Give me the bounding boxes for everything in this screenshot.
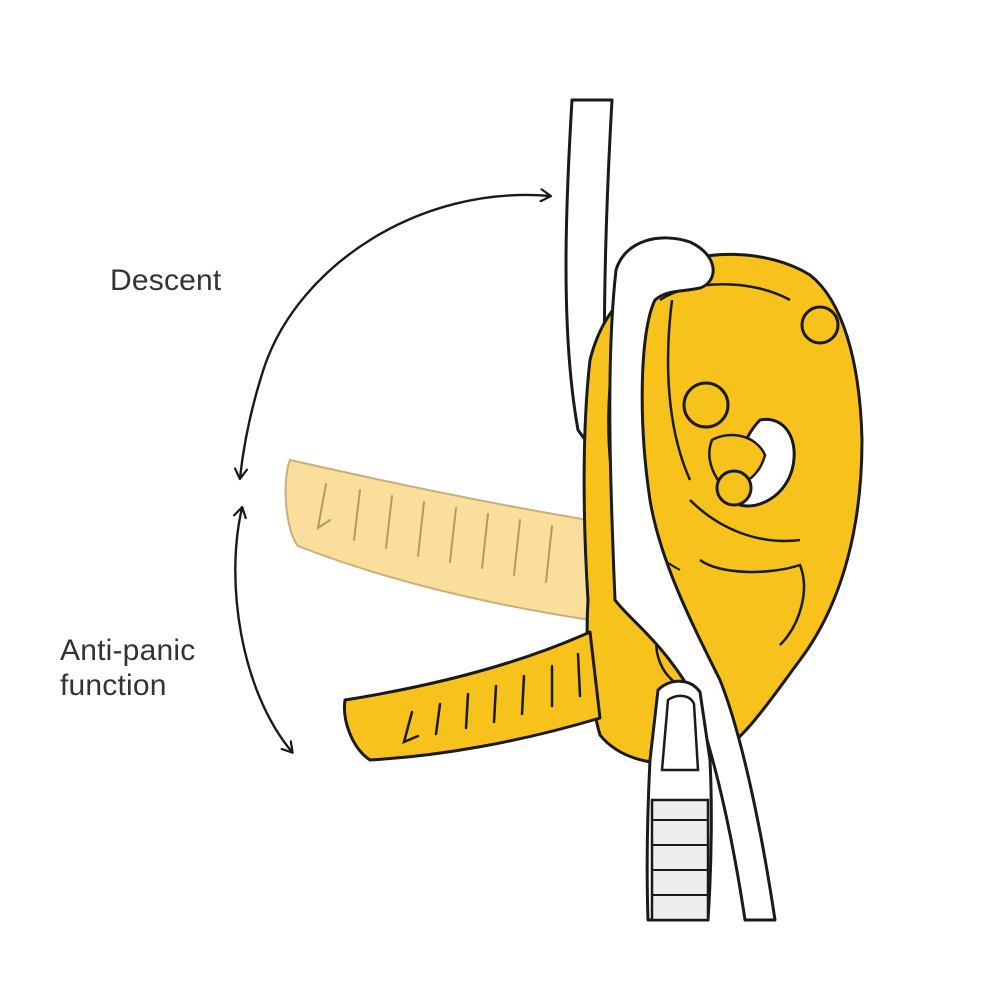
descent-label-text: Descent	[110, 264, 222, 297]
top-bolt-icon	[800, 305, 840, 345]
middle-bolt-icon	[682, 381, 730, 429]
handle-anti-panic-position	[342, 630, 602, 762]
descent-label: Descent	[110, 263, 221, 298]
descent-arc-icon	[240, 195, 550, 478]
anti-panic-arc-icon	[235, 508, 292, 752]
anti-panic-label-line2: function	[60, 669, 167, 702]
pivot-bolts	[682, 305, 840, 507]
anti-panic-label-line1: Anti-panic	[60, 634, 196, 667]
rope-loop	[608, 236, 777, 922]
handle-descent-position	[284, 458, 592, 622]
carabiner-sleeve	[650, 798, 710, 922]
carabiner	[645, 679, 713, 922]
anti-panic-label: Anti-panic function	[60, 633, 195, 703]
cam-bolt-icon	[715, 469, 753, 507]
